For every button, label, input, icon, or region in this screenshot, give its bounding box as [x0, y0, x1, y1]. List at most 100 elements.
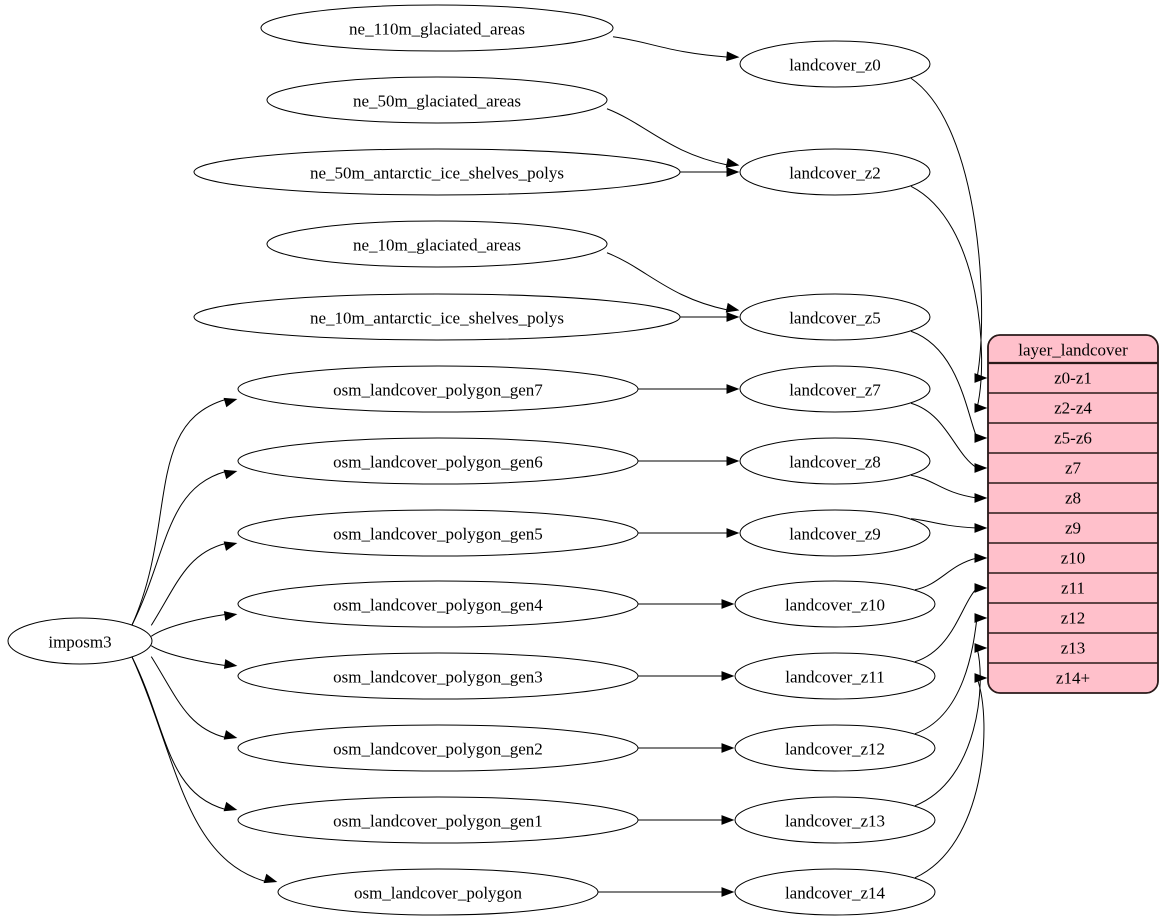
node-label: osm_landcover_polygon_gen6 — [333, 453, 543, 472]
row-label: z10 — [1061, 549, 1086, 568]
layer-table-row[interactable]: z11 — [988, 572, 1158, 598]
node-label: imposm3 — [48, 633, 111, 652]
node-shape — [237, 365, 639, 413]
layer-table-row[interactable]: z9 — [988, 512, 1158, 538]
edge-ne_50m_antarctic_ice_shelves_polys-to-landcover_z2 — [680, 167, 740, 177]
row-label: z13 — [1061, 639, 1086, 658]
node-imposm3[interactable]: imposm3 — [7, 617, 153, 665]
node-osm_landcover_polygon_gen1[interactable]: osm_landcover_polygon_gen1 — [237, 796, 639, 844]
edges-layer — [131, 36, 988, 897]
row-label: z12 — [1061, 609, 1086, 628]
node-landcover_z2[interactable]: landcover_z2 — [739, 148, 931, 196]
node-ne_10m_antarctic_ice_shelves_polys[interactable]: ne_10m_antarctic_ice_shelves_polys — [193, 293, 681, 341]
arrow-head — [974, 463, 988, 473]
arrow-head — [974, 613, 988, 623]
arrow-head — [223, 659, 238, 669]
edge-line — [150, 542, 227, 626]
edge-osm_landcover_polygon_gen2-to-landcover_z12 — [638, 743, 735, 753]
node-label: osm_landcover_polygon_gen5 — [333, 525, 543, 544]
node-shape — [237, 652, 639, 700]
layer-table-row[interactable]: z13 — [988, 632, 1158, 658]
arrow-head — [721, 743, 735, 753]
layer-table-row[interactable]: z10 — [988, 542, 1158, 568]
node-shape — [266, 220, 608, 268]
edge-landcover_z13-to-layer_landcover-z13 — [914, 643, 988, 807]
layer-table-row[interactable]: z5-z6 — [988, 422, 1158, 448]
node-landcover_z0[interactable]: landcover_z0 — [739, 40, 931, 88]
edge-imposm3-to-osm_landcover_polygon_gen6 — [131, 469, 238, 626]
edge-line — [910, 518, 978, 529]
arrow-head — [974, 583, 988, 593]
arrow-head — [223, 801, 238, 812]
edge-line — [151, 645, 227, 667]
node-landcover_z8[interactable]: landcover_z8 — [739, 437, 931, 485]
node-landcover_z14[interactable]: landcover_z14 — [734, 868, 936, 916]
layer-table-row[interactable]: z0-z1 — [988, 361, 1158, 388]
edge-landcover_z8-to-layer_landcover-z8 — [910, 474, 988, 503]
edge-line — [914, 557, 978, 591]
node-osm_landcover_polygon[interactable]: osm_landcover_polygon — [277, 868, 599, 916]
edge-imposm3-to-osm_landcover_polygon_gen2 — [150, 656, 238, 740]
node-ne_10m_glaciated_areas[interactable]: ne_10m_glaciated_areas — [266, 220, 608, 268]
node-label: ne_10m_glaciated_areas — [353, 236, 521, 255]
node-label: ne_50m_glaciated_areas — [353, 92, 521, 111]
arrow-head — [726, 312, 740, 322]
edge-landcover_z11-to-layer_landcover-z11 — [914, 583, 988, 663]
node-landcover_z13[interactable]: landcover_z13 — [734, 796, 936, 844]
edge-ne_110m_glaciated_areas-to-landcover_z0 — [612, 36, 740, 62]
node-shape — [237, 580, 639, 628]
edge-line — [612, 36, 729, 58]
node-osm_landcover_polygon_gen2[interactable]: osm_landcover_polygon_gen2 — [237, 724, 639, 772]
node-label: landcover_z13 — [785, 812, 885, 831]
node-osm_landcover_polygon_gen5[interactable]: osm_landcover_polygon_gen5 — [237, 509, 639, 557]
edge-line — [914, 587, 978, 663]
edge-landcover_z14-to-layer_landcover-z14- — [914, 673, 988, 879]
nodes-layer: imposm3 ne_110m_glaciated_areas ne_50m_gla… — [7, 4, 936, 916]
node-ne_50m_antarctic_ice_shelves_polys[interactable]: ne_50m_antarctic_ice_shelves_polys — [193, 148, 681, 196]
node-landcover_z7[interactable]: landcover_z7 — [739, 365, 931, 413]
node-osm_landcover_polygon_gen4[interactable]: osm_landcover_polygon_gen4 — [237, 580, 639, 628]
edge-line — [910, 185, 983, 409]
node-label: ne_50m_antarctic_ice_shelves_polys — [310, 164, 564, 183]
edge-line — [150, 656, 227, 739]
layer-table-row[interactable]: z8 — [988, 482, 1158, 508]
node-landcover_z12[interactable]: landcover_z12 — [734, 724, 936, 772]
node-osm_landcover_polygon_gen6[interactable]: osm_landcover_polygon_gen6 — [237, 437, 639, 485]
layer-table-row[interactable]: z12 — [988, 602, 1158, 628]
arrow-head — [974, 523, 988, 533]
row-label: z2-z4 — [1054, 399, 1092, 418]
node-ne_110m_glaciated_areas[interactable]: ne_110m_glaciated_areas — [260, 4, 614, 52]
layer-table-header[interactable]: layer_landcover — [1018, 341, 1128, 360]
node-landcover_z11[interactable]: landcover_z11 — [734, 652, 936, 700]
arrow-head — [263, 873, 278, 884]
layer-table-row[interactable]: z2-z4 — [988, 392, 1158, 418]
row-label: z5-z6 — [1054, 429, 1092, 448]
arrow-head — [725, 302, 740, 313]
node-landcover_z5[interactable]: landcover_z5 — [739, 293, 931, 341]
edge-ne_10m_glaciated_areas-to-landcover_z5 — [606, 252, 740, 313]
node-ne_50m_glaciated_areas[interactable]: ne_50m_glaciated_areas — [266, 76, 608, 124]
edge-line — [914, 617, 978, 735]
node-shape — [734, 580, 936, 628]
edge-imposm3-to-osm_landcover_polygon_gen1 — [131, 656, 238, 812]
node-shape — [266, 76, 608, 124]
node-shape — [277, 868, 599, 916]
node-osm_landcover_polygon_gen7[interactable]: osm_landcover_polygon_gen7 — [237, 365, 639, 413]
layer-table-row[interactable]: z14+ — [988, 662, 1158, 688]
node-shape — [237, 437, 639, 485]
node-label: landcover_z12 — [785, 740, 885, 759]
node-landcover_z10[interactable]: landcover_z10 — [734, 580, 936, 628]
node-landcover_z9[interactable]: landcover_z9 — [739, 509, 931, 557]
arrow-head — [726, 167, 740, 177]
node-osm_landcover_polygon_gen3[interactable]: osm_landcover_polygon_gen3 — [237, 652, 639, 700]
node-shape — [739, 365, 931, 413]
node-label: landcover_z9 — [789, 525, 881, 544]
edge-line — [131, 656, 227, 811]
node-shape — [193, 148, 681, 196]
edge-landcover_z2-to-layer_landcover-z2-z4 — [910, 185, 988, 413]
edge-line — [910, 474, 978, 499]
layer-table-row[interactable]: z7 — [988, 452, 1158, 478]
row-label: z7 — [1065, 459, 1082, 478]
